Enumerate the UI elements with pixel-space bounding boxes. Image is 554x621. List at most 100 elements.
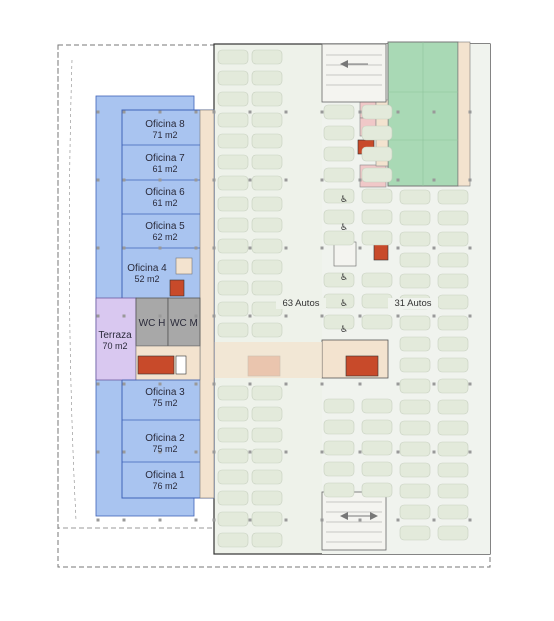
stair-office-north [169, 279, 185, 297]
parking-slot [323, 398, 355, 414]
accessible-parking-icon: ♿ [340, 299, 348, 309]
parking-slot [217, 70, 249, 86]
parking-slot [217, 427, 249, 443]
column [284, 178, 288, 182]
parking-slot [323, 188, 355, 204]
parking-slot [217, 217, 249, 233]
parking-slot [361, 146, 393, 162]
column [212, 382, 216, 386]
column [396, 314, 400, 318]
stair-core-center [333, 241, 357, 267]
column [468, 110, 472, 114]
column [158, 518, 162, 522]
parking-slot [217, 280, 249, 296]
column [468, 246, 472, 250]
wc-women-label: WC M [168, 318, 200, 329]
parking-slot [217, 91, 249, 107]
column [212, 518, 216, 522]
parking-slot [251, 91, 283, 107]
column [122, 314, 126, 318]
parking-slot [217, 49, 249, 65]
parking-slot [323, 440, 355, 456]
column [396, 518, 400, 522]
parking-slot [323, 167, 355, 183]
parking-slot [399, 357, 431, 373]
column [320, 450, 324, 454]
parking-slot [437, 231, 469, 247]
column [432, 314, 436, 318]
column [320, 314, 324, 318]
parking-slot [323, 272, 355, 288]
office-area: 62 m2 [152, 232, 178, 242]
structural-columns [96, 110, 472, 522]
column [284, 450, 288, 454]
column [432, 450, 436, 454]
stair-office [137, 355, 175, 375]
column [284, 246, 288, 250]
parking-slot [251, 238, 283, 254]
green-roof-grid [388, 42, 458, 186]
column [122, 246, 126, 250]
office-area: 76 m2 [152, 481, 178, 491]
accessible-parking-icon: ♿ [340, 223, 348, 233]
accessible-parking-icon: ♿ [340, 325, 348, 335]
column [194, 178, 198, 182]
column [396, 246, 400, 250]
parking-slot [437, 252, 469, 268]
column [320, 110, 324, 114]
wc-men-text: WC H [138, 318, 166, 329]
parking-slot [399, 189, 431, 205]
column [212, 450, 216, 454]
accessible-parking-icon: ♿ [340, 195, 348, 205]
parking-slot [399, 378, 431, 394]
column [468, 178, 472, 182]
parking-slot [251, 70, 283, 86]
column [284, 110, 288, 114]
parking-slot [361, 125, 393, 141]
office-name: Oficina 8 [145, 119, 185, 130]
parking-slot [251, 49, 283, 65]
column [194, 518, 198, 522]
hall-beige [214, 342, 322, 378]
parking-count-left: 63 Autos [276, 298, 326, 309]
column [358, 178, 362, 182]
parking-slot [399, 504, 431, 520]
parking-slot [323, 293, 355, 309]
column [96, 382, 100, 386]
column [358, 314, 362, 318]
parking-slot [217, 259, 249, 275]
parking-slot [437, 357, 469, 373]
parking-slot [399, 336, 431, 352]
terrace-name: Terraza [98, 330, 132, 341]
column [194, 314, 198, 318]
column [194, 110, 198, 114]
column [320, 178, 324, 182]
parking-count-right: 31 Autos [388, 298, 438, 309]
column [468, 382, 472, 386]
column [158, 382, 162, 386]
parking-slot [399, 210, 431, 226]
parking-slot [323, 461, 355, 477]
parking-slot [361, 440, 393, 456]
column [158, 178, 162, 182]
column [212, 314, 216, 318]
parking-slot [361, 188, 393, 204]
column [96, 450, 100, 454]
column [158, 450, 162, 454]
office-name: Oficina 4 [127, 263, 167, 274]
ramp-north-lines [326, 54, 382, 86]
corridor [199, 109, 215, 499]
column [468, 450, 472, 454]
parking-slot [251, 280, 283, 296]
parking-slot [323, 314, 355, 330]
parking-slot [251, 154, 283, 170]
office-area: 61 m2 [152, 164, 178, 174]
column [248, 246, 252, 250]
parking-slot [437, 483, 469, 499]
parking-slot [251, 532, 283, 548]
parking-slot [437, 504, 469, 520]
parking-slot [361, 230, 393, 246]
